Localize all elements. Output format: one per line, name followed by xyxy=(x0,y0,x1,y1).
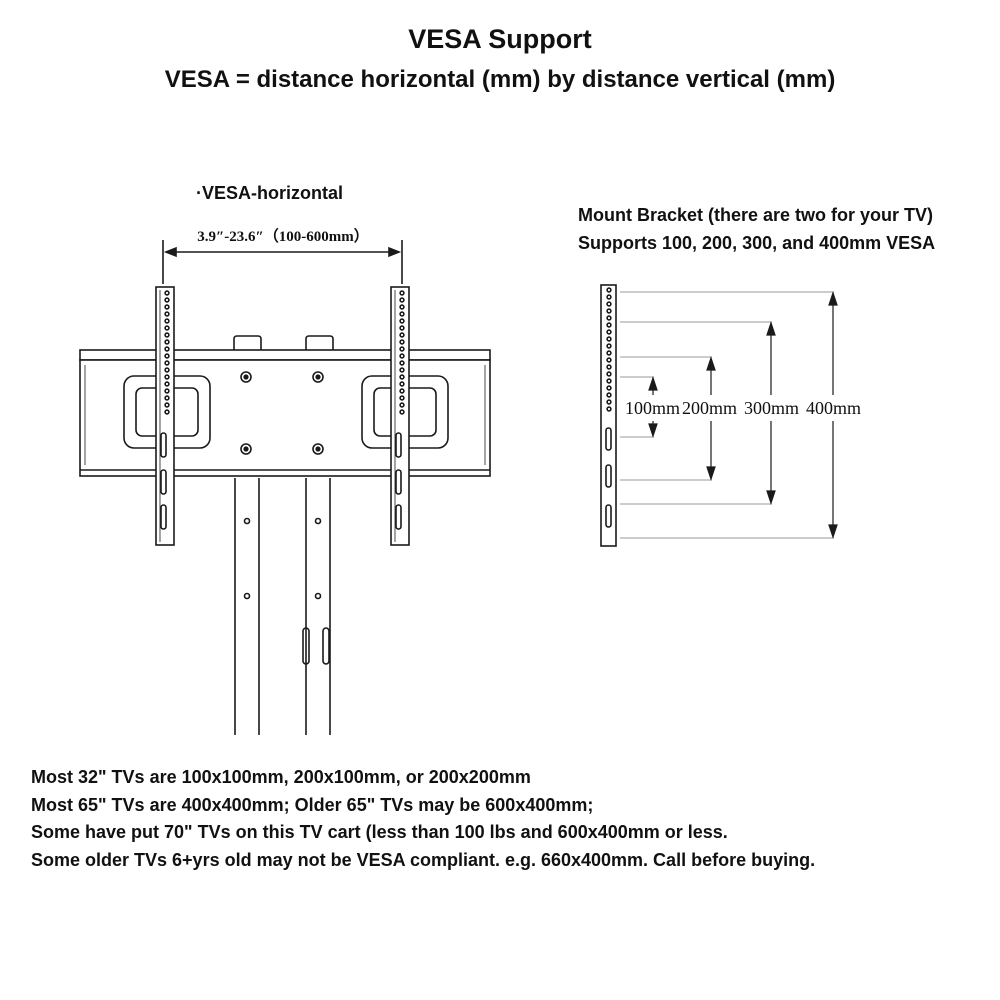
bracket-heading: Mount Bracket (there are two for your TV… xyxy=(578,205,934,225)
bracket-hole xyxy=(606,322,612,328)
bracket-hole xyxy=(399,360,405,366)
bracket-hole xyxy=(606,392,612,398)
note-line: Some older TVs 6+yrs old may not be VESA… xyxy=(31,849,816,870)
bracket-hole xyxy=(164,381,170,387)
page-title: VESA Support xyxy=(408,24,592,54)
bracket-hole xyxy=(606,294,612,300)
bracket-hole xyxy=(164,332,170,338)
bracket-hole xyxy=(399,297,405,303)
bracket-hole xyxy=(606,357,612,363)
bracket-hole xyxy=(399,388,405,394)
bracket-hole xyxy=(399,346,405,352)
dimension-400mm: 400mm xyxy=(806,398,861,418)
bracket-hole xyxy=(606,343,612,349)
dimension-300mm: 300mm xyxy=(744,398,799,418)
bracket-hole xyxy=(399,381,405,387)
bracket-hole xyxy=(606,385,612,391)
bracket-hole xyxy=(399,402,405,408)
bracket-hole xyxy=(606,364,612,370)
bracket-hole xyxy=(606,378,612,384)
bracket-hole xyxy=(399,311,405,317)
bracket-hole xyxy=(606,406,612,412)
bracket-hole xyxy=(606,329,612,335)
bracket-supports-label: Supports 100, 200, 300, and 400mm VESA xyxy=(578,233,936,253)
mount-assembly xyxy=(79,240,491,735)
bracket-hole xyxy=(399,325,405,331)
bracket-hole xyxy=(164,346,170,352)
bracket-hole xyxy=(606,308,612,314)
bracket-hole xyxy=(399,367,405,373)
bracket-hole xyxy=(399,332,405,338)
bracket-hole xyxy=(164,311,170,317)
bracket-hole xyxy=(399,395,405,401)
bracket-hole xyxy=(164,353,170,359)
page-subtitle: VESA = distance horizontal (mm) by dista… xyxy=(164,66,836,93)
bracket-hole xyxy=(606,350,612,356)
dimension-200mm: 200mm xyxy=(682,398,737,418)
bracket-hole xyxy=(606,399,612,405)
bracket-hole xyxy=(399,318,405,324)
bracket-hole xyxy=(606,301,612,307)
note-line: Most 32" TVs are 100x100mm, 200x100mm, o… xyxy=(31,767,531,787)
range-label: 3.9″-23.6″（100-600mm） xyxy=(197,227,369,245)
horizontal-dimension xyxy=(162,240,403,284)
bracket-hole xyxy=(606,315,612,321)
dimension-100mm: 100mm xyxy=(625,398,680,418)
bracket-hole xyxy=(164,304,170,310)
bracket-hole xyxy=(399,290,405,296)
center-bolts xyxy=(240,371,324,455)
note-line: Some have put 70" TVs on this TV cart (l… xyxy=(31,822,728,842)
bracket-hole xyxy=(399,304,405,310)
bracket-detail xyxy=(600,284,838,547)
bracket-hole xyxy=(399,353,405,359)
bracket-hole xyxy=(606,336,612,342)
bracket-hole xyxy=(164,367,170,373)
bracket-hole xyxy=(606,287,612,293)
bracket-hole xyxy=(164,290,170,296)
bracket-hole xyxy=(164,360,170,366)
bracket-hole xyxy=(164,325,170,331)
bracket-hole xyxy=(164,409,170,415)
note-line: Most 65" TVs are 400x400mm; Older 65" TV… xyxy=(31,794,594,815)
bracket-hole xyxy=(164,318,170,324)
bracket-hole xyxy=(164,395,170,401)
compatibility-notes: Most 32" TVs are 100x100mm, 200x100mm, o… xyxy=(31,764,815,874)
bracket-hole xyxy=(399,409,405,415)
right-bracket xyxy=(390,286,410,546)
bracket-hole xyxy=(164,339,170,345)
bracket-hole xyxy=(164,402,170,408)
bracket-hole xyxy=(164,374,170,380)
bracket-hole xyxy=(164,297,170,303)
stand-posts xyxy=(234,478,331,735)
bracket-hole xyxy=(399,339,405,345)
bracket-hole xyxy=(399,374,405,380)
left-bracket xyxy=(155,286,175,546)
bracket-hole xyxy=(606,371,612,377)
bracket-hole xyxy=(164,388,170,394)
vesa-horizontal-label: ·VESA-horizontal xyxy=(196,183,343,203)
